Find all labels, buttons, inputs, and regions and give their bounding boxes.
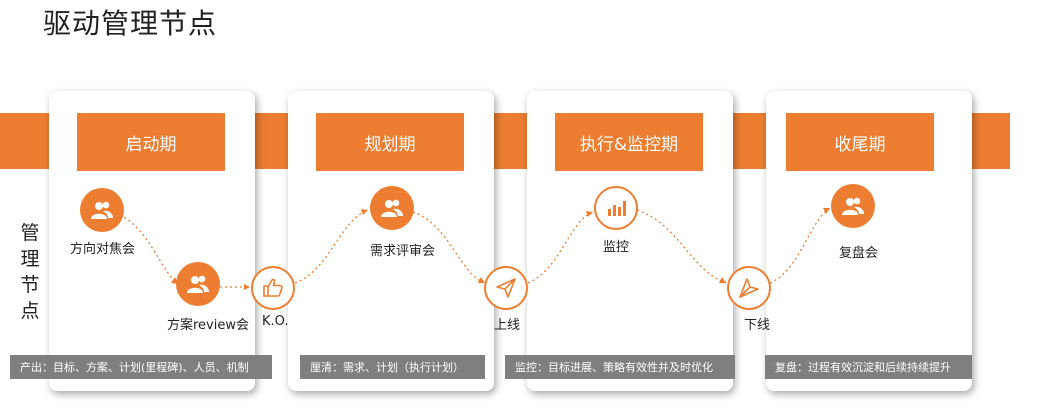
- note-exec: 监控：目标进展、策略有效性并及时优化: [505, 355, 735, 379]
- people-icon: [831, 184, 875, 228]
- side-label-char: 理: [20, 248, 40, 270]
- thumbs-up-icon: [251, 266, 295, 310]
- connector-ko-to-req: [294, 209, 369, 284]
- side-label-char: 节: [20, 274, 40, 296]
- arrowhead: [719, 277, 726, 283]
- note-close: 复盘：过程有效沉淀和后续持续提升: [765, 355, 972, 379]
- node-label-plan-review: 方案review会: [167, 318, 249, 333]
- page-title: 驱动管理节点: [43, 7, 218, 40]
- node-label-monitor: 监控: [603, 240, 630, 255]
- node-label-ko: K.O.: [262, 314, 289, 329]
- phase-exec: 执行&监控期: [555, 113, 703, 171]
- phase-start: 启动期: [77, 113, 225, 171]
- side-label: 管 理 节 点: [18, 220, 42, 324]
- side-label-char: 管: [20, 222, 40, 244]
- node-label-offline: 下线: [744, 318, 771, 333]
- connector-monitor-to-offline: [636, 209, 727, 284]
- arrowhead: [244, 284, 250, 290]
- connector-offline-to-retro: [769, 207, 831, 284]
- phase-plan: 规划期: [316, 113, 464, 171]
- node-label-retro: 复盘会: [839, 246, 879, 261]
- people-icon: [370, 186, 414, 230]
- note-start: 产出：目标、方案、计划(里程碑)、人员、机制: [10, 355, 272, 379]
- arrowhead: [586, 211, 593, 217]
- node-label-launch: 上线: [494, 318, 521, 333]
- people-icon: [80, 188, 124, 232]
- arrowhead: [823, 208, 830, 214]
- paper-plane-icon: [484, 266, 528, 310]
- phase-close: 收尾期: [786, 113, 934, 171]
- arrowhead: [361, 209, 368, 215]
- node-label-req-review: 需求评审会: [370, 244, 436, 259]
- note-plan: 厘清：需求、计划（执行计划）: [300, 355, 485, 379]
- paper-plane-icon: [727, 266, 771, 310]
- side-label-char: 点: [20, 300, 40, 322]
- arrowhead: [478, 277, 485, 283]
- bar-chart-icon: [594, 186, 638, 230]
- node-label-focus-meeting: 方向对焦会: [70, 242, 136, 257]
- connector-launch-to-monitor: [527, 211, 594, 284]
- people-icon: [176, 262, 220, 306]
- connector-req-to-launch: [412, 211, 486, 284]
